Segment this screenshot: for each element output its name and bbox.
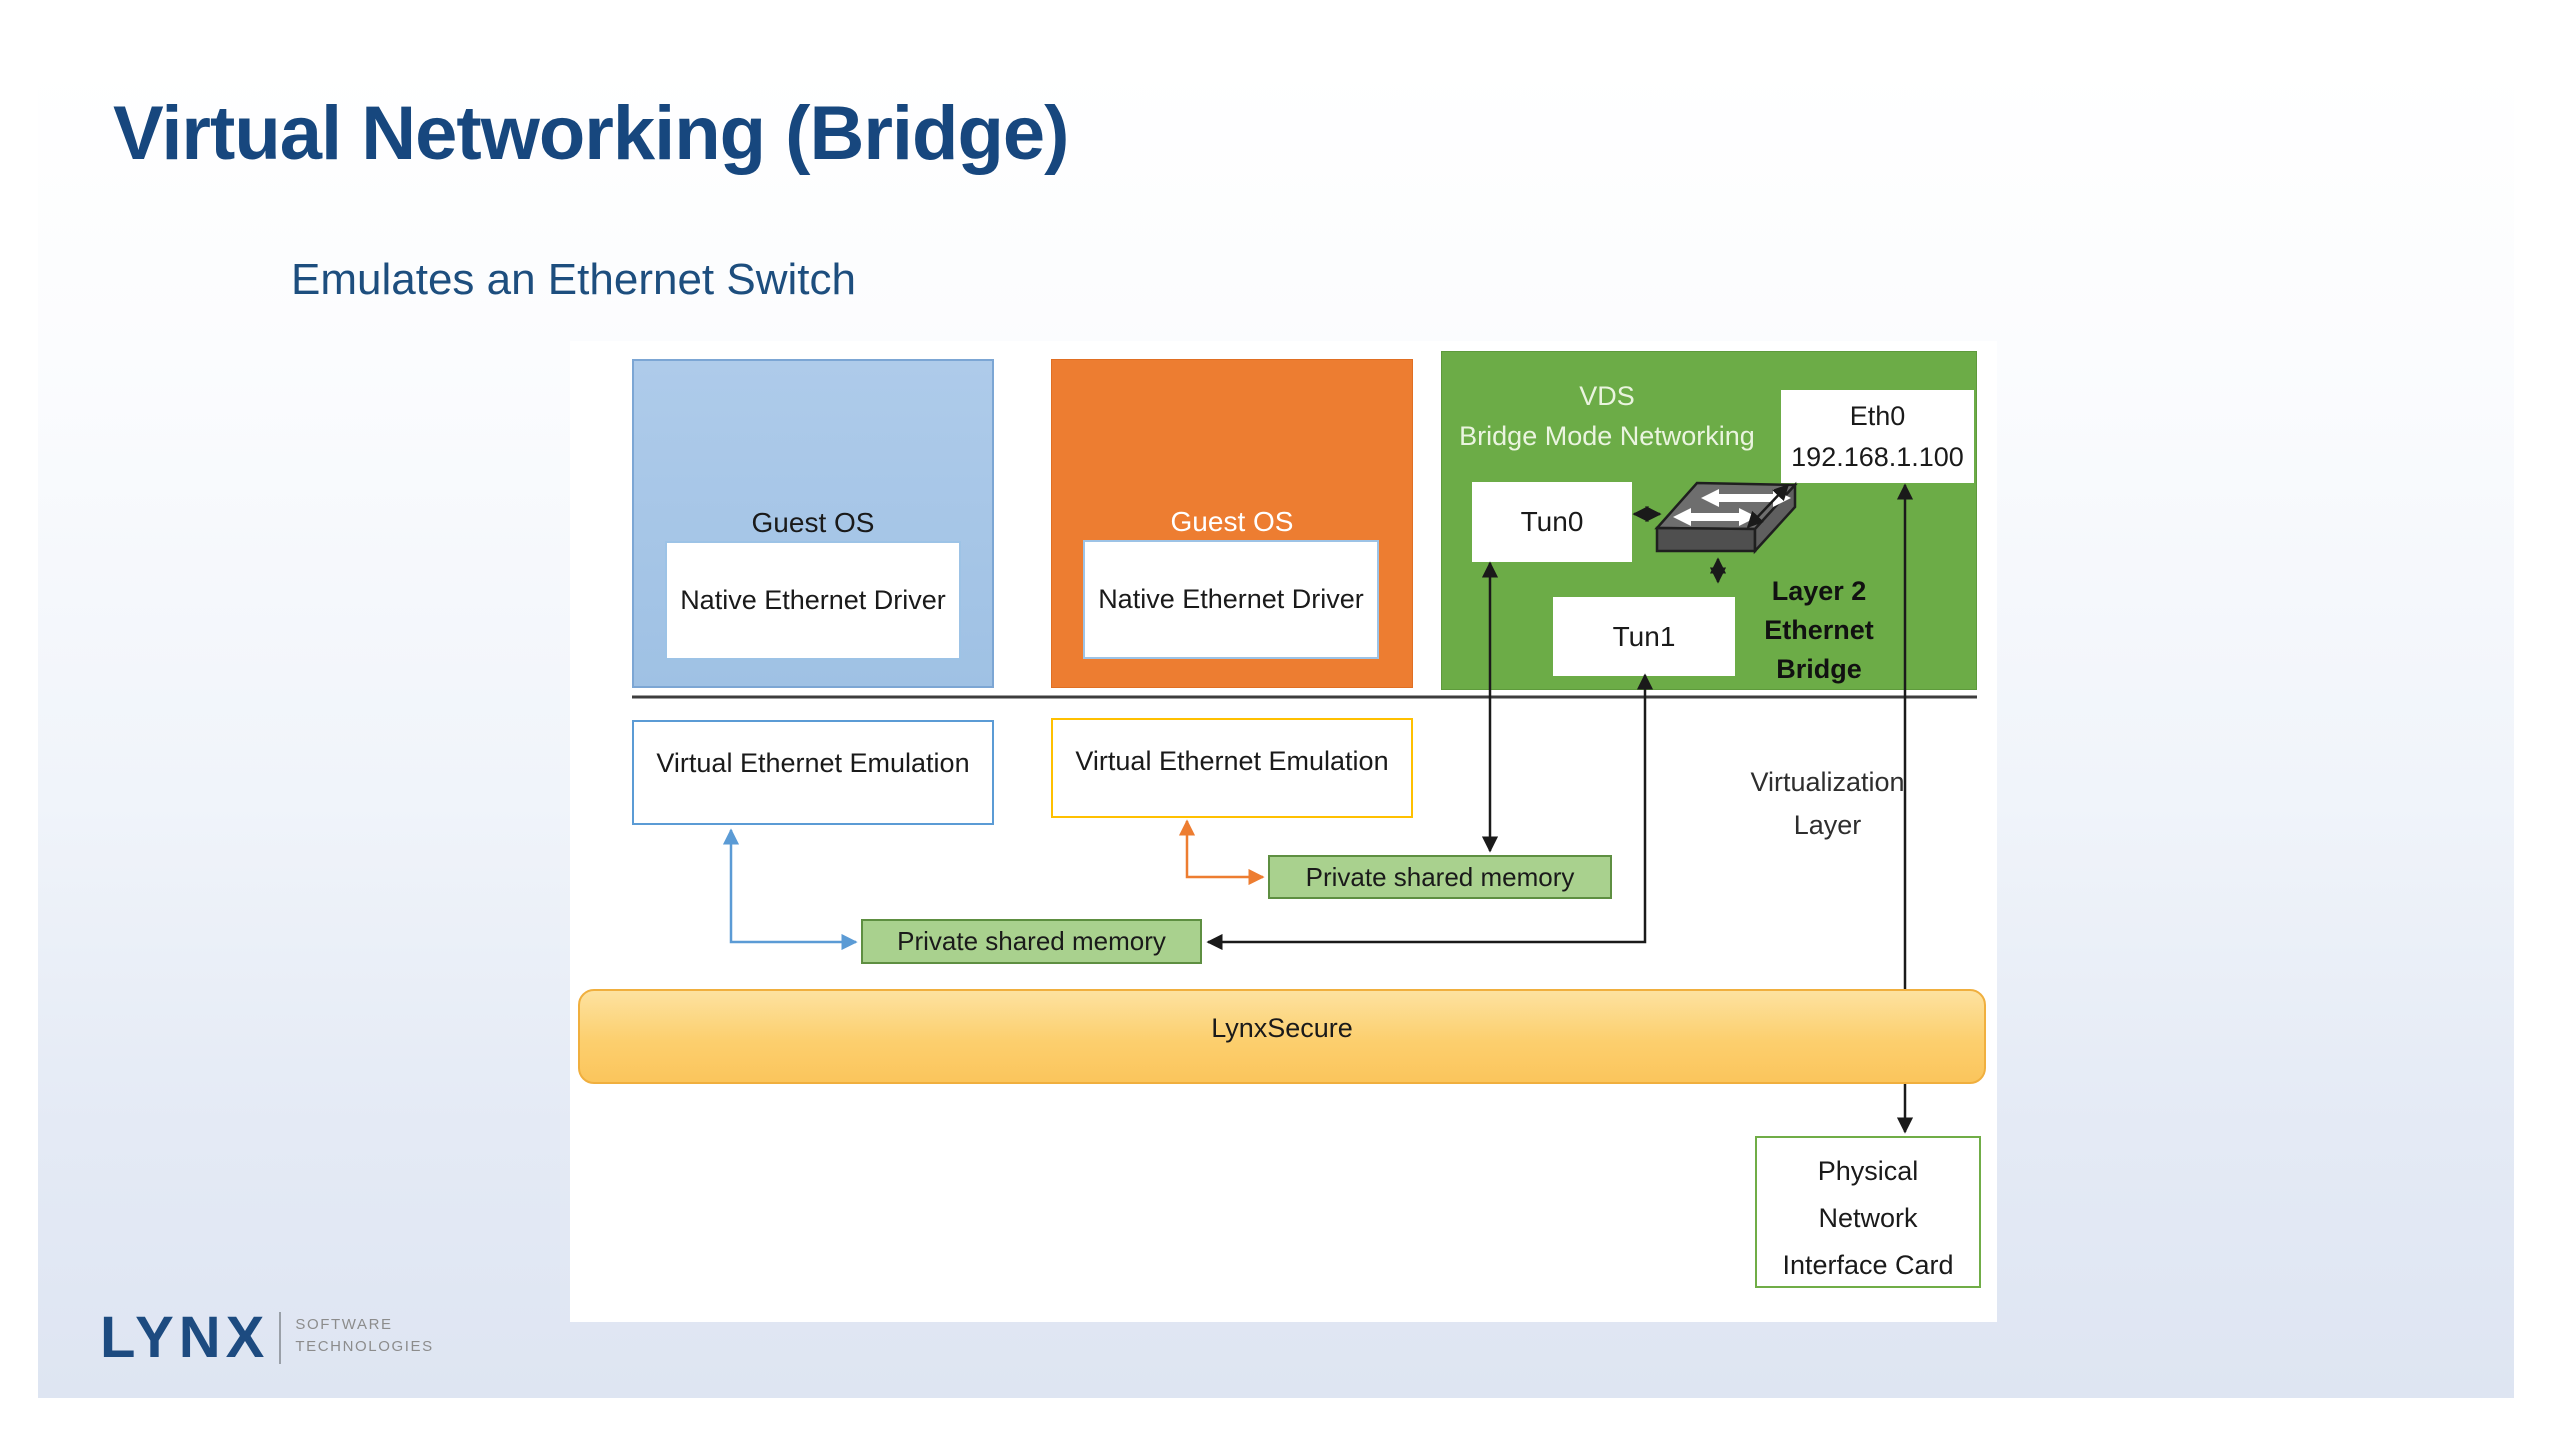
vds-bridge-box: VDS Bridge Mode Networking Eth0 192.168.…: [1441, 351, 1977, 690]
logo-subtitle-line1: SOFTWARE: [295, 1316, 393, 1333]
switch-front-face: [1655, 526, 1757, 553]
layer2-bridge-line3: Bridge: [1776, 654, 1862, 684]
layer2-bridge-label: Layer 2 Ethernet Bridge: [1724, 572, 1914, 689]
lynx-logo-wordmark: LYNX: [100, 1305, 270, 1370]
lynxsecure-bar: LynxSecure: [578, 989, 1986, 1084]
physical-nic-line1: Physical: [1817, 1156, 1919, 1186]
guest-os-blue-label: Guest OS: [751, 507, 875, 538]
virtualization-layer-line1: Virtualization: [1750, 767, 1905, 797]
layer2-bridge-line1: Layer 2: [1771, 576, 1867, 606]
physical-nic-box: Physical Network Interface Card: [1755, 1136, 1981, 1288]
vee-orange-psm-arrow: [1178, 819, 1265, 886]
native-ethernet-driver-blue-label: Native Ethernet Driver: [680, 585, 946, 615]
logo-subtitle-line2: TECHNOLOGIES: [295, 1338, 434, 1355]
vds-title-line2: Bridge Mode Networking: [1459, 421, 1755, 451]
eth0-box: Eth0 192.168.1.100: [1781, 390, 1974, 483]
native-ethernet-driver-orange-box: Native Ethernet Driver: [1083, 540, 1379, 659]
private-shared-memory-upper-label: Private shared memory: [1305, 861, 1575, 892]
logo-divider: [279, 1312, 282, 1364]
guest-os-orange-label: Guest OS: [1170, 506, 1294, 537]
diagram-panel: Guest OS Native Ethernet Driver Guest OS…: [570, 341, 1997, 1322]
vds-title: VDS Bridge Mode Networking: [1452, 376, 1762, 456]
native-ethernet-driver-blue-box: Native Ethernet Driver: [665, 541, 961, 660]
slide-title: Virtual Networking (Bridge): [113, 91, 1069, 176]
lynx-logo: LYNX SOFTWARE TECHNOLOGIES: [100, 1306, 434, 1370]
virtual-ethernet-emulation-orange-label: Virtual Ethernet Emulation: [1075, 746, 1389, 776]
slide-subtitle: Emulates an Ethernet Switch: [291, 255, 856, 304]
logo-subtitle: SOFTWARE TECHNOLOGIES: [295, 1314, 433, 1358]
slide-background: Virtual Networking (Bridge) Emulates an …: [38, 62, 2514, 1398]
virtual-ethernet-emulation-orange-box: Virtual Ethernet Emulation: [1051, 718, 1413, 818]
physical-nic-line3: Interface Card: [1782, 1250, 1954, 1280]
tun1-box: Tun1: [1553, 597, 1735, 676]
private-shared-memory-lower-label: Private shared memory: [897, 926, 1166, 956]
guest-os-blue-box: Guest OS Native Ethernet Driver: [632, 359, 994, 688]
vee-blue-psm-arrow: [722, 828, 858, 951]
vds-title-line1: VDS: [1579, 381, 1635, 411]
virtualization-layer-label: Virtualization Layer: [1720, 761, 1935, 847]
physical-nic-line2: Network: [1818, 1203, 1918, 1233]
eth0-label: Eth0: [1849, 401, 1906, 431]
guest-os-orange-box: Guest OS Native Ethernet Driver: [1051, 359, 1413, 688]
ethernet-switch-icon: [1654, 481, 1798, 555]
private-shared-memory-upper-box: Private shared memory: [1268, 855, 1612, 899]
eth0-ip-address: 192.168.1.100: [1791, 442, 1964, 472]
native-ethernet-driver-orange-label: Native Ethernet Driver: [1098, 584, 1364, 614]
layer2-bridge-line2: Ethernet: [1764, 615, 1874, 645]
virtual-ethernet-emulation-blue-box: Virtual Ethernet Emulation: [632, 720, 994, 825]
tun0-box: Tun0: [1472, 482, 1632, 562]
virtualization-layer-line2: Layer: [1793, 810, 1862, 840]
private-shared-memory-lower-box: Private shared memory: [861, 919, 1202, 964]
virtual-ethernet-emulation-blue-label: Virtual Ethernet Emulation: [656, 748, 970, 778]
